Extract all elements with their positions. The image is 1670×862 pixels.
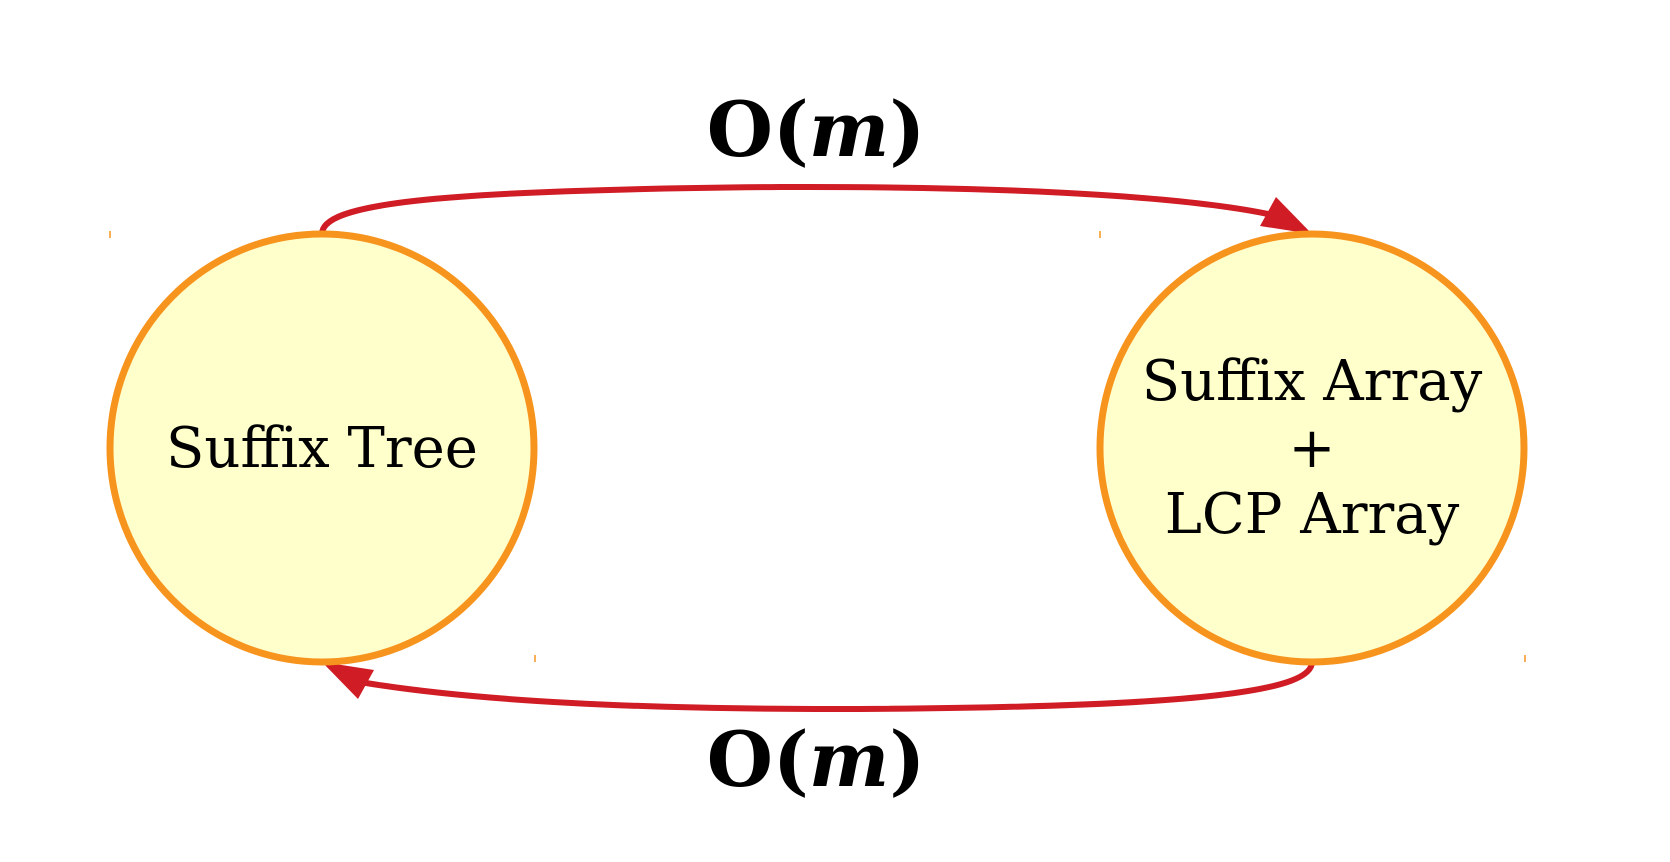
edge-bottom-label-var: m: [809, 715, 889, 804]
edge-array-to-tree: [322, 659, 1315, 713]
edge-bottom-complexity-label: O(m): [707, 715, 926, 804]
edge-top-label-suffix: ): [889, 85, 925, 174]
edge-top-complexity-label: O(m): [707, 85, 926, 174]
edge-array-to-tree-line: [363, 659, 1315, 713]
edge-top-label-prefix: O(: [707, 85, 809, 174]
node-suffix-tree-circle: [106, 230, 538, 666]
node-suffix-tree-label: Suffix Tree: [166, 416, 478, 481]
edge-tree-to-array-line: [319, 183, 1271, 237]
node-suffix-array-lcp: Suffix Array + LCP Array: [1096, 230, 1528, 666]
edge-tree-to-array: [319, 183, 1312, 237]
node-plus-label: +: [1289, 416, 1336, 481]
edge-bottom-label-prefix: O(: [707, 715, 809, 804]
edge-tree-to-array-arrowhead: [1260, 197, 1312, 234]
node-lcp-array-label: LCP Array: [1165, 482, 1460, 547]
corner-ticks: [109, 231, 1526, 662]
edge-top-label-var: m: [809, 85, 889, 174]
node-suffix-array-lcp-circle: [1096, 230, 1528, 666]
edge-bottom-label-suffix: ): [889, 715, 925, 804]
node-suffix-tree: Suffix Tree: [106, 230, 538, 666]
edge-array-to-tree-arrowhead: [322, 662, 374, 699]
node-suffix-array-label: Suffix Array: [1142, 349, 1483, 414]
